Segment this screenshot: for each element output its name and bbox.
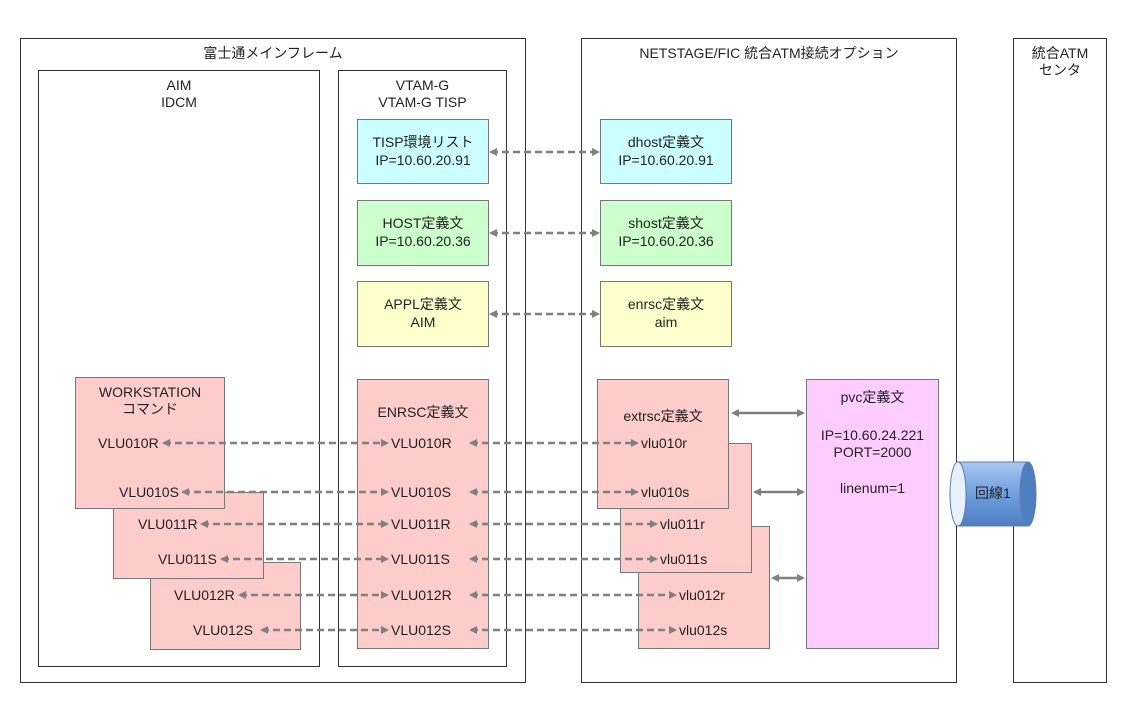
dhost-def-box: dhost定義文 IP=10.60.20.91: [600, 119, 732, 184]
enrsc-net-def-value: aim: [654, 314, 678, 330]
netstage-frame: NETSTAGE/FIC 統合ATM接続オプション: [581, 38, 957, 683]
shost-def-ip: IP=10.60.20.36: [618, 233, 714, 249]
aim-frame: AIM IDCM: [38, 70, 320, 667]
enrsc-net-def-title: enrsc定義文: [627, 296, 705, 312]
pvc-def-box: pvc定義文 IP=10.60.24.221 PORT=2000 linenum…: [806, 379, 939, 649]
ws-label-vlu011s: VLU011S: [158, 551, 217, 567]
host-def-box: HOST定義文 IP=10.60.20.36: [357, 200, 489, 266]
center-title-2: センタ: [1039, 62, 1081, 78]
ext-label-vlu012s: vlu012s: [679, 622, 728, 638]
enrsc-label-vlu011s: VLU011S: [391, 551, 450, 567]
ext-label-vlu011s: vlu011s: [660, 551, 708, 567]
tisp-env-list-title: TISP環境リスト: [372, 134, 474, 150]
enrsc-label-vlu011r: VLU011R: [391, 516, 451, 532]
host-def-title: HOST定義文: [382, 215, 464, 231]
host-def-ip: IP=10.60.20.36: [375, 233, 471, 249]
ws-label-vlu012r: VLU012R: [174, 587, 235, 603]
enrsc-label-vlu012r: VLU012R: [391, 587, 452, 603]
pvc-ip: IP=10.60.24.221: [820, 427, 925, 443]
dhost-def-title: dhost定義文: [627, 134, 705, 150]
netstage-title: NETSTAGE/FIC 統合ATM接続オプション: [639, 45, 899, 61]
ext-label-vlu012r: vlu012r: [679, 587, 725, 603]
center-frame: 統合ATM センタ: [1013, 38, 1107, 683]
ws-label-vlu011r: VLU011R: [138, 516, 198, 532]
enrsc-net-def-box: enrsc定義文 aim: [600, 281, 732, 347]
enrsc-def-box: ENRSC定義文: [357, 379, 489, 649]
line-label: 回線1: [975, 485, 1011, 501]
ws-label-vlu010s: VLU010S: [119, 484, 179, 500]
appl-def-value: AIM: [410, 314, 436, 330]
vtam-frame: VTAM-G VTAM-G TISP: [338, 70, 507, 667]
enrsc-label-vlu010s: VLU010S: [391, 484, 451, 500]
workstation-title: WORKSTATION: [98, 384, 202, 400]
ext-label-vlu010s: vlu010s: [641, 484, 690, 500]
line-cylinder-icon: [949, 461, 1037, 527]
workstation-subtitle: コマンド: [122, 401, 178, 417]
shost-def-title: shost定義文: [628, 215, 704, 231]
mainframe-frame: 富士通メインフレーム: [20, 38, 526, 683]
idcm-title: IDCM: [161, 94, 197, 110]
appl-def-title: APPL定義文: [384, 296, 462, 312]
enrsc-label-vlu010r: VLU010R: [391, 435, 452, 451]
enrsc-label-vlu012s: VLU012S: [391, 622, 451, 638]
pvc-linenum: linenum=1: [840, 480, 905, 496]
shost-def-box: shost定義文 IP=10.60.20.36: [600, 200, 732, 266]
vtam-tisp-title: VTAM-G TISP: [378, 94, 467, 110]
enrsc-def-title: ENRSC定義文: [377, 404, 469, 420]
aim-title: AIM: [166, 77, 192, 93]
tisp-env-list-ip: IP=10.60.20.91: [375, 152, 471, 168]
ext-label-vlu010r: vlu010r: [641, 435, 687, 451]
dhost-def-ip: IP=10.60.20.91: [618, 152, 714, 168]
vtam-title: VTAM-G: [395, 77, 450, 93]
tisp-env-list-box: TISP環境リスト IP=10.60.20.91: [357, 119, 489, 184]
ext-label-vlu011r: vlu011r: [660, 516, 705, 532]
appl-def-box: APPL定義文 AIM: [357, 281, 489, 347]
ws-label-vlu010r: VLU010R: [98, 435, 159, 451]
mainframe-title: 富士通メインフレーム: [203, 45, 343, 61]
pvc-def-title: pvc定義文: [840, 389, 905, 405]
center-title-1: 統合ATM: [1031, 45, 1089, 61]
extrsc-def-title: extrsc定義文: [623, 408, 703, 424]
pvc-port: PORT=2000: [833, 444, 912, 460]
ws-label-vlu012s: VLU012S: [193, 622, 253, 638]
